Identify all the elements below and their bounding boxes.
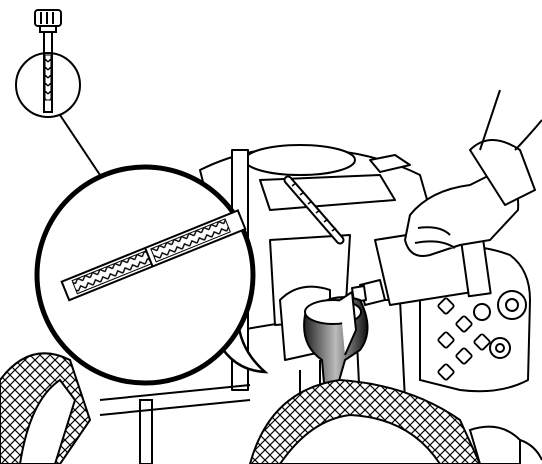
dipstick-icon [35,10,61,112]
gloved-hand-icon [405,90,542,256]
callout-leader-line [60,115,100,175]
